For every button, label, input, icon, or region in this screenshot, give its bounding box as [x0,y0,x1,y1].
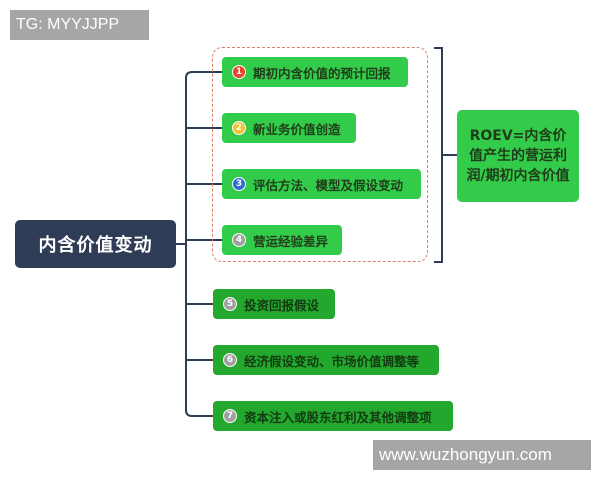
branch-node-3[interactable]: 3 评估方法、模型及假设变动 [222,169,421,199]
roev-summary-node[interactable]: ROEV=内含价值产生的营运利润/期初内含价值 [457,110,579,202]
branch-node-7[interactable]: 7 资本注入或股东红利及其他调整项 [213,401,453,431]
root-node[interactable]: 内含价值变动 [15,220,176,268]
watermark-bottom-right: www.wuzhongyun.com [373,440,591,470]
branch-node-5[interactable]: 5 投资回报假设 [213,289,335,319]
root-label: 内含价值变动 [38,235,153,256]
branch-node-4[interactable]: 4 营运经验差异 [222,225,342,255]
number-2-icon: 2 [232,121,246,135]
number-3-icon: 3 [232,177,246,191]
number-7-icon: 7 [223,409,237,423]
watermark-top-left: TG: MYYJJPP [10,10,149,40]
branch-label-4: 营运经验差异 [253,233,329,249]
branch-node-6[interactable]: 6 经济假设变动、市场价值调整等 [213,345,439,375]
branch-label-3: 评估方法、模型及假设变动 [253,177,404,193]
branch-label-6: 经济假设变动、市场价值调整等 [244,353,420,369]
branch-label-1: 期初内含价值的预计回报 [253,65,391,81]
roev-group-frame [212,47,428,262]
branch-label-7: 资本注入或股东红利及其他调整项 [244,409,432,425]
number-5-icon: 5 [223,297,237,311]
number-6-icon: 6 [223,353,237,367]
branch-label-5: 投资回报假设 [244,297,320,313]
number-1-icon: 1 [232,65,246,79]
branch-label-2: 新业务价值创造 [253,121,341,137]
roev-summary-label: ROEV=内含价值产生的营运利润/期初内含价值 [466,128,570,184]
branch-node-2[interactable]: 2 新业务价值创造 [222,113,356,143]
number-4-icon: 4 [232,233,246,247]
branch-node-1[interactable]: 1 期初内含价值的预计回报 [222,57,408,87]
